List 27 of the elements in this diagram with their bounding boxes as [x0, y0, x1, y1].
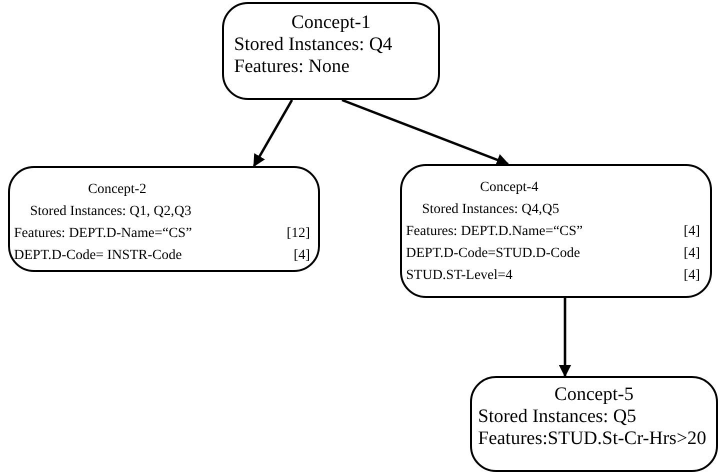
count-text: [12] [286, 226, 310, 242]
arrow [342, 98, 510, 166]
instances-text: Stored Instances: Q4 [234, 34, 392, 56]
feature-text: Features: None [234, 56, 350, 78]
count-text: [4] [684, 268, 700, 284]
feature-text: DEPT.D-Code=STUD.D-Code [406, 246, 580, 262]
concept-box [400, 164, 712, 298]
concept-box [222, 2, 440, 100]
feature-text: Features: DEPT.D.Name=“CS” [406, 224, 583, 240]
arrow [558, 298, 572, 378]
feature-text: DEPT.D-Code= INSTR-Code [14, 248, 182, 264]
concept-title: Concept-2 [88, 182, 146, 198]
arrow [252, 99, 294, 168]
count-text: [4] [684, 246, 700, 262]
feature-text: STUD.ST-Level=4 [406, 268, 513, 284]
concept-title: Concept-5 [554, 384, 634, 406]
feature-text: Features:STUD.St-Cr-Hrs>20 [478, 428, 706, 450]
instances-text: Stored Instances: Q4,Q5 [422, 202, 560, 218]
instances-text: Stored Instances: Q1, Q2,Q3 [30, 204, 192, 220]
count-text: [4] [684, 224, 700, 240]
instances-text: Stored Instances: Q5 [478, 406, 636, 428]
concept-title: Concept-4 [480, 180, 538, 196]
concept-title: Concept-1 [291, 12, 371, 34]
count-text: [4] [294, 248, 310, 264]
concept-box [470, 376, 718, 472]
feature-text: Features: DEPT.D-Name=“CS” [14, 226, 192, 242]
concept-box [8, 166, 320, 272]
